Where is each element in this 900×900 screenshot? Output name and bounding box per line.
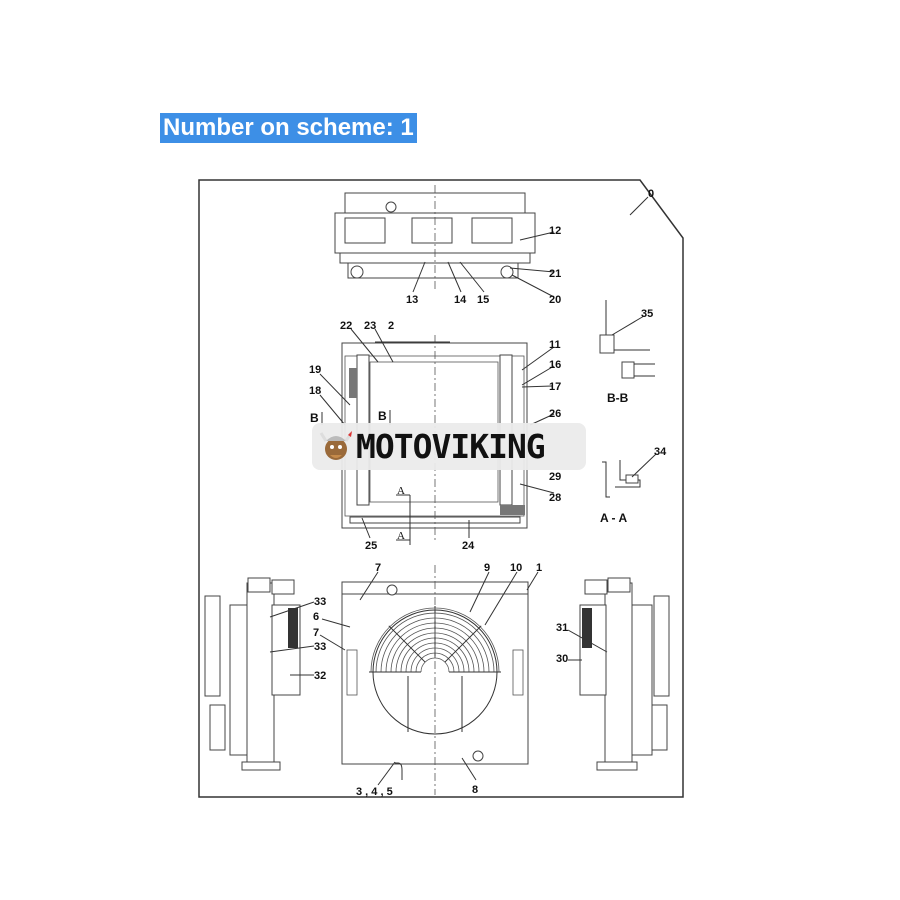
callout-9: 9 [484,562,490,574]
callout-29: 29 [549,471,561,483]
callout-28: 28 [549,492,561,504]
callout-33-lower: 33 [314,641,326,653]
fan-guard-ring [420,657,450,673]
viking-mascot-icon [319,431,353,460]
watermark-brand-text: MOTOVIKING [356,427,546,466]
fan-shroud-view [341,565,529,795]
section-marker-b-left: B [310,411,319,425]
callout-19: 19 [309,364,321,376]
callout-18: 18 [309,385,321,397]
callout-11: 11 [549,339,561,351]
scheme-number-heading: Number on scheme: 1 [160,113,417,143]
callout-23: 23 [364,320,376,332]
right-side-view [579,577,670,771]
left-side-view [204,577,301,771]
callout-13: 13 [406,294,418,306]
section-a-a-detail [602,460,641,498]
top-view [334,185,536,290]
section-b-b-detail [599,300,655,379]
callout-24: 24 [462,540,475,552]
callout-3-4-5: 3 , 4 , 5 [356,786,393,798]
section-title-a-a: A - A [600,511,627,525]
section-title-b-b: B-B [607,391,629,405]
callout-33-upper: 33 [314,596,326,608]
callout-35: 35 [641,308,653,320]
callout-30: 30 [556,653,568,665]
callout-15: 15 [477,294,489,306]
callout-8: 8 [472,784,478,796]
callout-17: 17 [549,381,561,393]
callout-31: 31 [556,622,568,634]
callout-14: 14 [454,294,467,306]
diagram-frame [198,179,684,798]
callout-25: 25 [365,540,377,552]
callout-22: 22 [340,320,352,332]
callout-26: 26 [549,408,561,420]
callout-32: 32 [314,670,326,682]
callout-34: 34 [654,446,667,458]
section-markers: B B A A B-B A - A [310,391,629,542]
section-marker-b-right: B [378,409,387,423]
section-marker-a-top: A [397,485,405,497]
section-marker-a-bottom: A [397,530,405,542]
fan-guard-spoke [444,625,482,663]
callout-10: 10 [510,562,522,574]
callout-6: 6 [313,611,319,623]
callout-0: 0 [648,188,654,200]
callout-21: 21 [549,268,561,280]
callout-labels: 0 12 21 20 13 14 15 22 23 2 11 16 17 19 … [309,188,667,798]
callout-2: 2 [388,320,394,332]
watermark-banner: MOTOVIKING [312,423,586,470]
fan-guard-spoke [388,625,426,663]
callout-20: 20 [549,294,561,306]
callout-1: 1 [536,562,542,574]
callout-7-top: 7 [375,562,381,574]
callout-12: 12 [549,225,561,237]
callout-16: 16 [549,359,561,371]
callout-7-side: 7 [313,627,319,639]
